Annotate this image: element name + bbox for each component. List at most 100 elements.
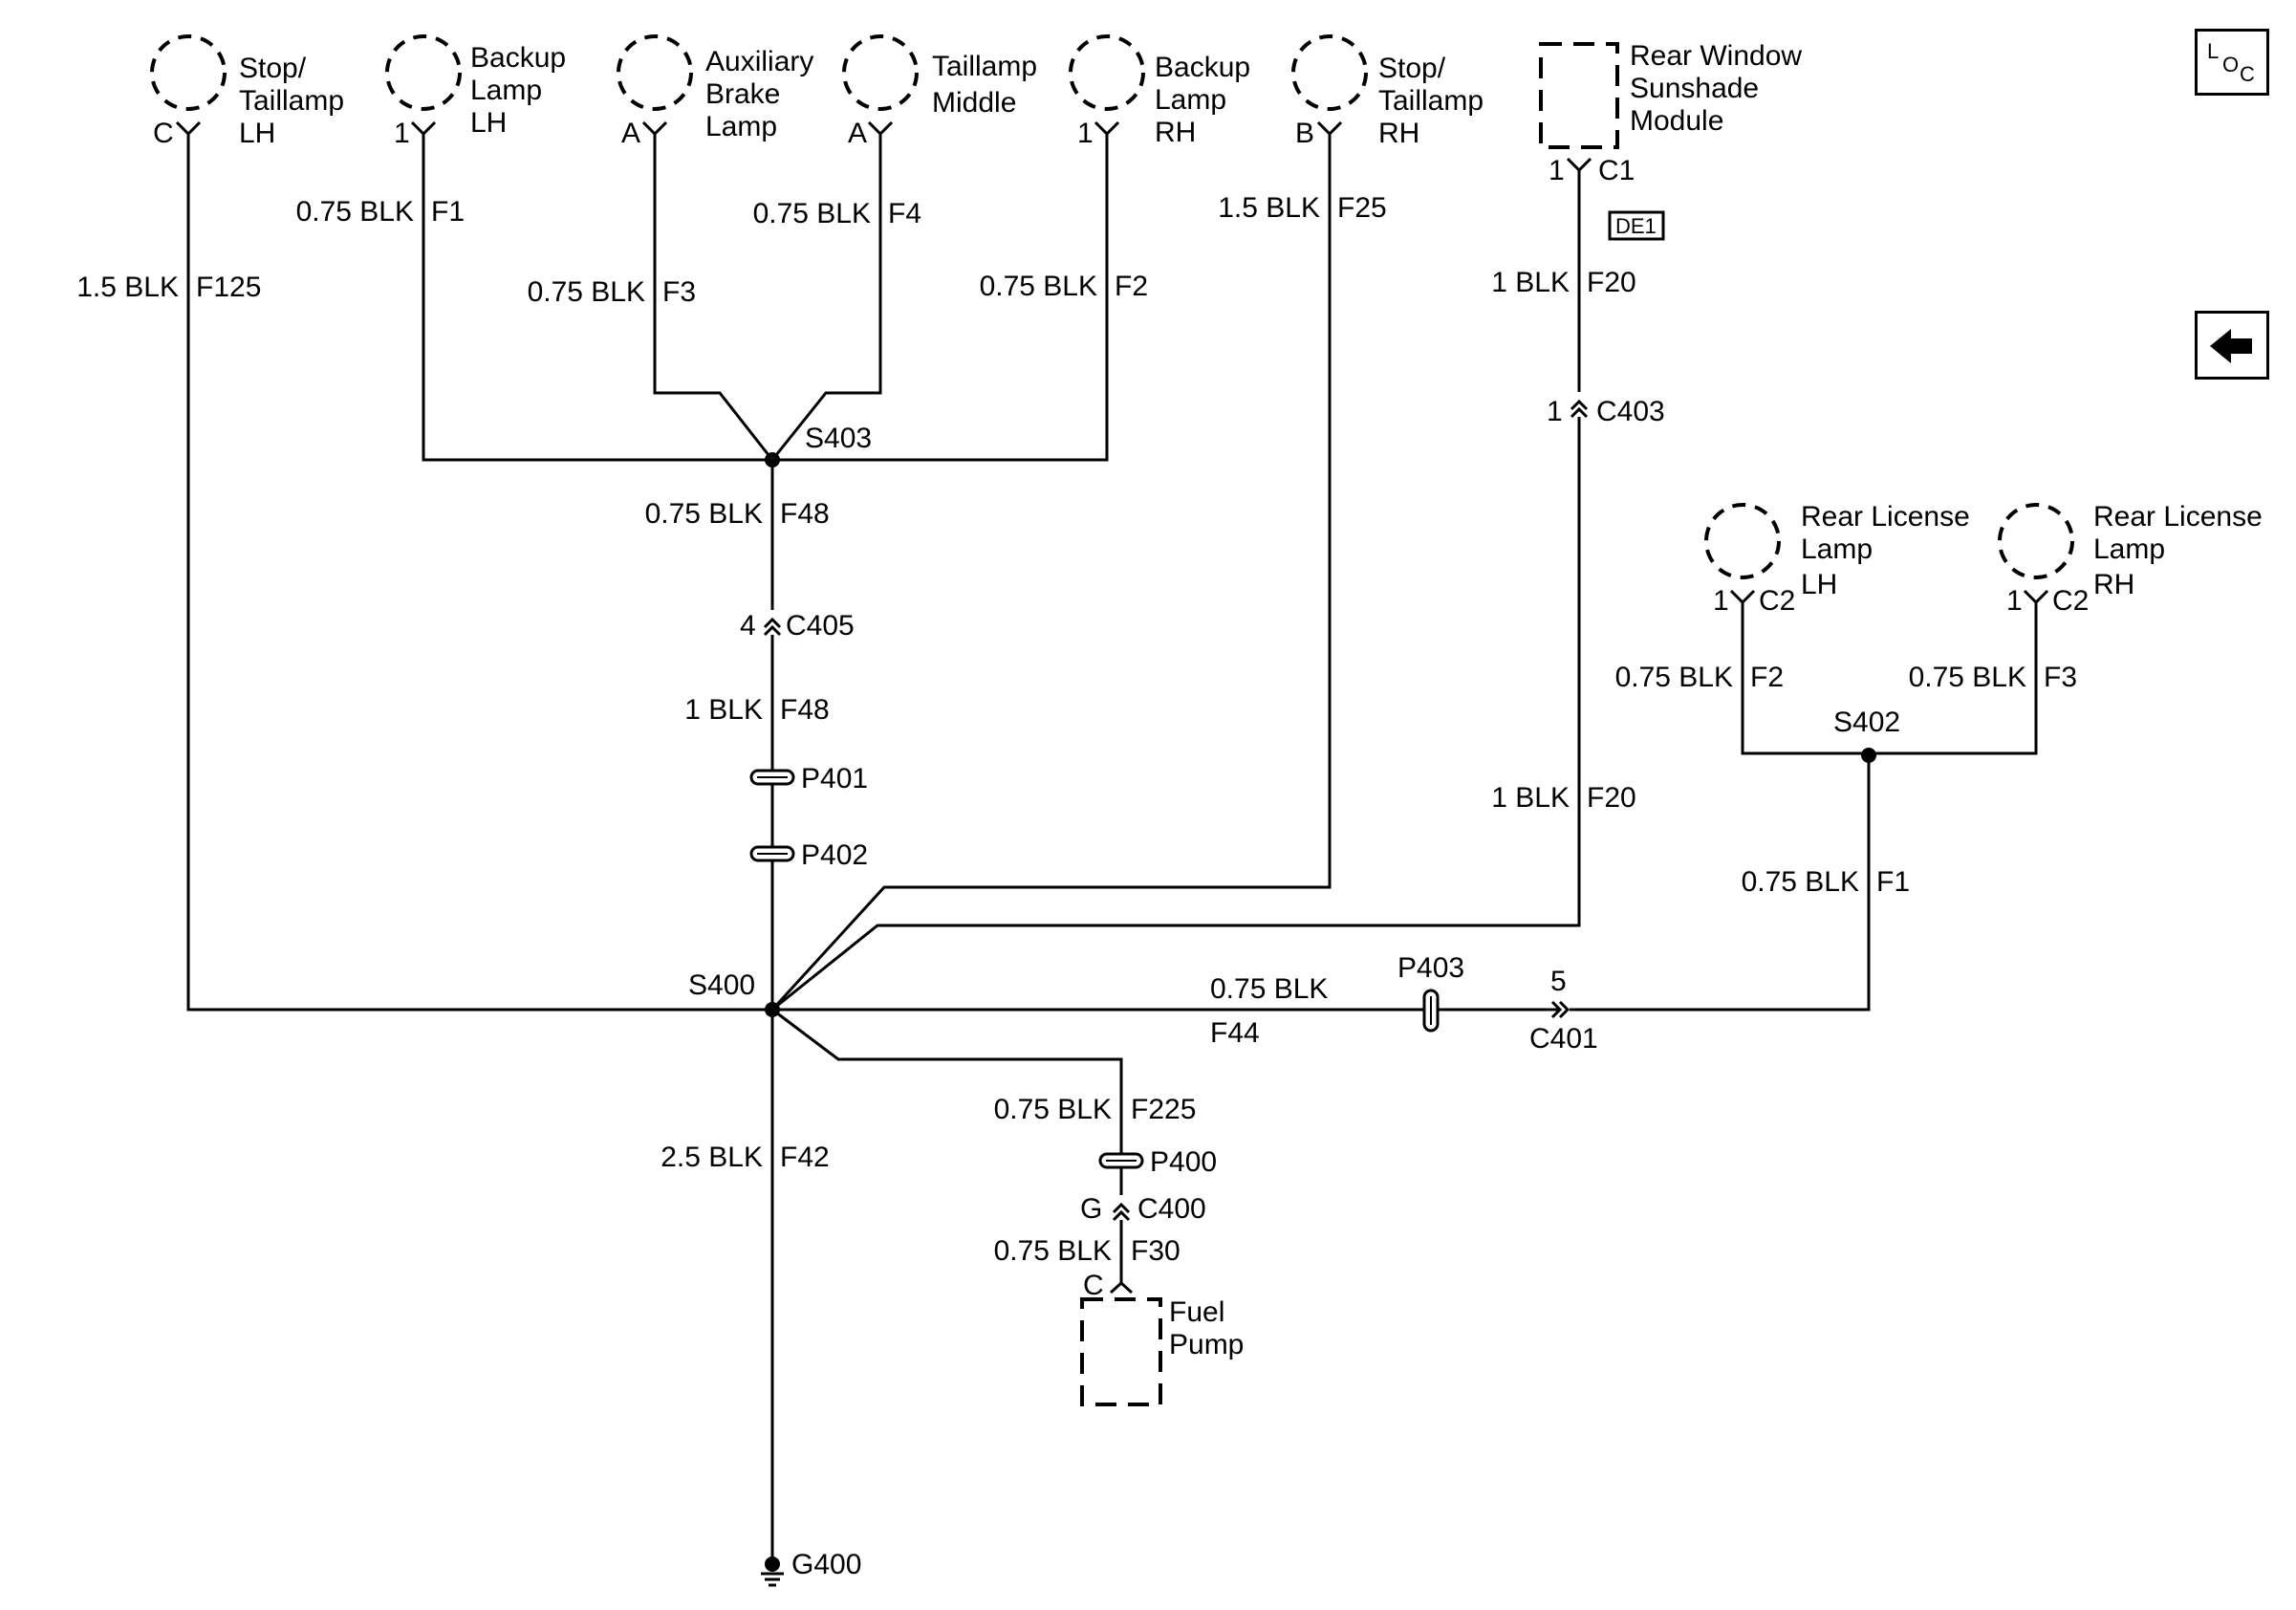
connector-c400: G C400 xyxy=(1080,1193,1206,1225)
svg-text:Lamp: Lamp xyxy=(705,111,777,142)
svg-text:Middle: Middle xyxy=(932,87,1016,119)
wire-labels: 1.5 BLK F125 0.75 BLK F1 0.75 BLK F3 0.7… xyxy=(76,192,2077,1267)
svg-text:1: 1 xyxy=(394,118,410,149)
svg-text:Stop/: Stop/ xyxy=(1378,53,1446,84)
svg-text:P402: P402 xyxy=(801,839,868,871)
svg-text:1.5 BLK: 1.5 BLK xyxy=(1218,192,1320,224)
svg-text:Brake: Brake xyxy=(705,78,780,110)
connector-c405: 4 C405 xyxy=(740,610,855,642)
svg-text:C405: C405 xyxy=(786,610,855,642)
svg-text:P403: P403 xyxy=(1397,952,1464,984)
svg-text:4: 4 xyxy=(740,610,756,642)
splice-s400: S400 xyxy=(688,969,780,1017)
svg-text:C: C xyxy=(1083,1270,1104,1301)
svg-text:P400: P400 xyxy=(1150,1146,1217,1178)
pass-through-p401: P401 xyxy=(749,763,868,794)
left-arrow-icon xyxy=(2210,329,2252,363)
svg-text:Lamp: Lamp xyxy=(470,75,542,106)
pass-through-p402: P402 xyxy=(749,839,868,871)
svg-text:F3: F3 xyxy=(662,276,696,308)
svg-text:F48: F48 xyxy=(780,498,830,530)
location-button[interactable]: L O C xyxy=(2195,29,2269,96)
back-button[interactable] xyxy=(2195,311,2269,380)
svg-text:P401: P401 xyxy=(801,763,868,794)
svg-text:Stop/: Stop/ xyxy=(239,53,307,84)
svg-text:S403: S403 xyxy=(805,423,872,454)
svg-text:0.75 BLK: 0.75 BLK xyxy=(1909,662,2026,693)
loc-letter-o: O xyxy=(2222,53,2240,76)
svg-text:RH: RH xyxy=(1155,117,1196,148)
svg-text:LH: LH xyxy=(1801,569,1837,600)
fuel-pump: C Fuel Pump xyxy=(1080,1270,1244,1406)
svg-text:Pump: Pump xyxy=(1169,1329,1244,1360)
svg-text:DE1: DE1 xyxy=(1615,214,1657,238)
svg-text:Taillamp: Taillamp xyxy=(239,85,344,117)
svg-text:0.75 BLK: 0.75 BLK xyxy=(1210,973,1328,1005)
svg-text:0.75 BLK: 0.75 BLK xyxy=(645,498,763,530)
ground-g400: G400 xyxy=(761,1549,861,1587)
splice-s402: S402 xyxy=(1833,707,1900,763)
svg-text:F225: F225 xyxy=(1131,1094,1196,1125)
connector-c403: 1 C403 xyxy=(1547,392,1665,427)
svg-text:F25: F25 xyxy=(1337,192,1387,224)
svg-text:F3: F3 xyxy=(2044,662,2077,693)
wire-network xyxy=(186,147,2038,1558)
svg-text:1: 1 xyxy=(2006,585,2023,617)
splice-s403: S403 xyxy=(765,423,872,468)
svg-text:1 BLK: 1 BLK xyxy=(1491,782,1570,814)
svg-text:Lamp: Lamp xyxy=(1801,533,1873,565)
svg-text:F1: F1 xyxy=(431,196,465,228)
backup-lamp-lh: 1 Backup Lamp LH xyxy=(385,34,566,149)
svg-text:RH: RH xyxy=(1378,118,1419,149)
svg-text:Auxiliary: Auxiliary xyxy=(705,46,813,77)
svg-text:5: 5 xyxy=(1550,966,1567,997)
pass-through-p400: P400 xyxy=(1098,1146,1217,1178)
svg-text:F1: F1 xyxy=(1876,866,1910,898)
svg-text:LH: LH xyxy=(470,107,507,139)
svg-text:0.75 BLK: 0.75 BLK xyxy=(994,1235,1112,1267)
svg-text:0.75 BLK: 0.75 BLK xyxy=(994,1094,1112,1125)
svg-text:Lamp: Lamp xyxy=(2093,533,2165,565)
svg-text:A: A xyxy=(621,118,640,149)
svg-text:1: 1 xyxy=(1547,396,1563,427)
svg-text:F42: F42 xyxy=(780,1142,830,1173)
svg-text:S402: S402 xyxy=(1833,707,1900,738)
loc-letter-c: C xyxy=(2240,62,2255,86)
svg-text:C400: C400 xyxy=(1137,1193,1206,1225)
svg-text:F44: F44 xyxy=(1210,1017,1260,1049)
backup-lamp-rh: 1 Backup Lamp RH xyxy=(1069,34,1250,149)
svg-text:C403: C403 xyxy=(1596,396,1665,427)
svg-text:Taillamp: Taillamp xyxy=(932,51,1037,82)
svg-text:1 BLK: 1 BLK xyxy=(1491,267,1570,298)
svg-text:Backup: Backup xyxy=(470,42,566,74)
svg-text:C: C xyxy=(153,118,174,149)
svg-text:Taillamp: Taillamp xyxy=(1378,85,1484,117)
svg-text:C1: C1 xyxy=(1598,155,1635,186)
svg-text:F20: F20 xyxy=(1587,267,1636,298)
svg-text:F20: F20 xyxy=(1587,782,1636,814)
svg-text:Backup: Backup xyxy=(1155,52,1250,83)
svg-text:LH: LH xyxy=(239,118,275,149)
svg-text:G400: G400 xyxy=(791,1549,861,1580)
pass-through-p403: P403 xyxy=(1397,952,1464,1033)
rear-license-lamp-lh: 1 C2 Rear License Lamp LH xyxy=(1704,501,1970,617)
svg-text:0.75 BLK: 0.75 BLK xyxy=(1615,662,1733,693)
svg-text:C2: C2 xyxy=(1759,585,1795,617)
svg-text:F4: F4 xyxy=(888,198,921,229)
rear-window-sunshade-module: 1 C1 Rear Window Sunshade Module DE1 xyxy=(1539,40,1802,241)
svg-text:G: G xyxy=(1080,1193,1102,1225)
svg-text:1: 1 xyxy=(1713,585,1729,617)
stop-taillamp-lh: C Stop/ Taillamp LH xyxy=(150,34,344,149)
svg-text:F125: F125 xyxy=(196,272,261,303)
svg-text:0.75 BLK: 0.75 BLK xyxy=(980,271,1097,302)
svg-text:A: A xyxy=(848,118,867,149)
svg-text:0.75 BLK: 0.75 BLK xyxy=(753,198,871,229)
svg-text:F2: F2 xyxy=(1750,662,1784,693)
svg-text:Module: Module xyxy=(1630,105,1723,137)
svg-text:Sunshade: Sunshade xyxy=(1630,73,1759,104)
svg-text:RH: RH xyxy=(2093,569,2134,600)
svg-text:0.75 BLK: 0.75 BLK xyxy=(296,196,414,228)
svg-text:F48: F48 xyxy=(780,694,830,726)
rear-license-lamp-rh: 1 C2 Rear License Lamp RH xyxy=(1998,501,2263,617)
